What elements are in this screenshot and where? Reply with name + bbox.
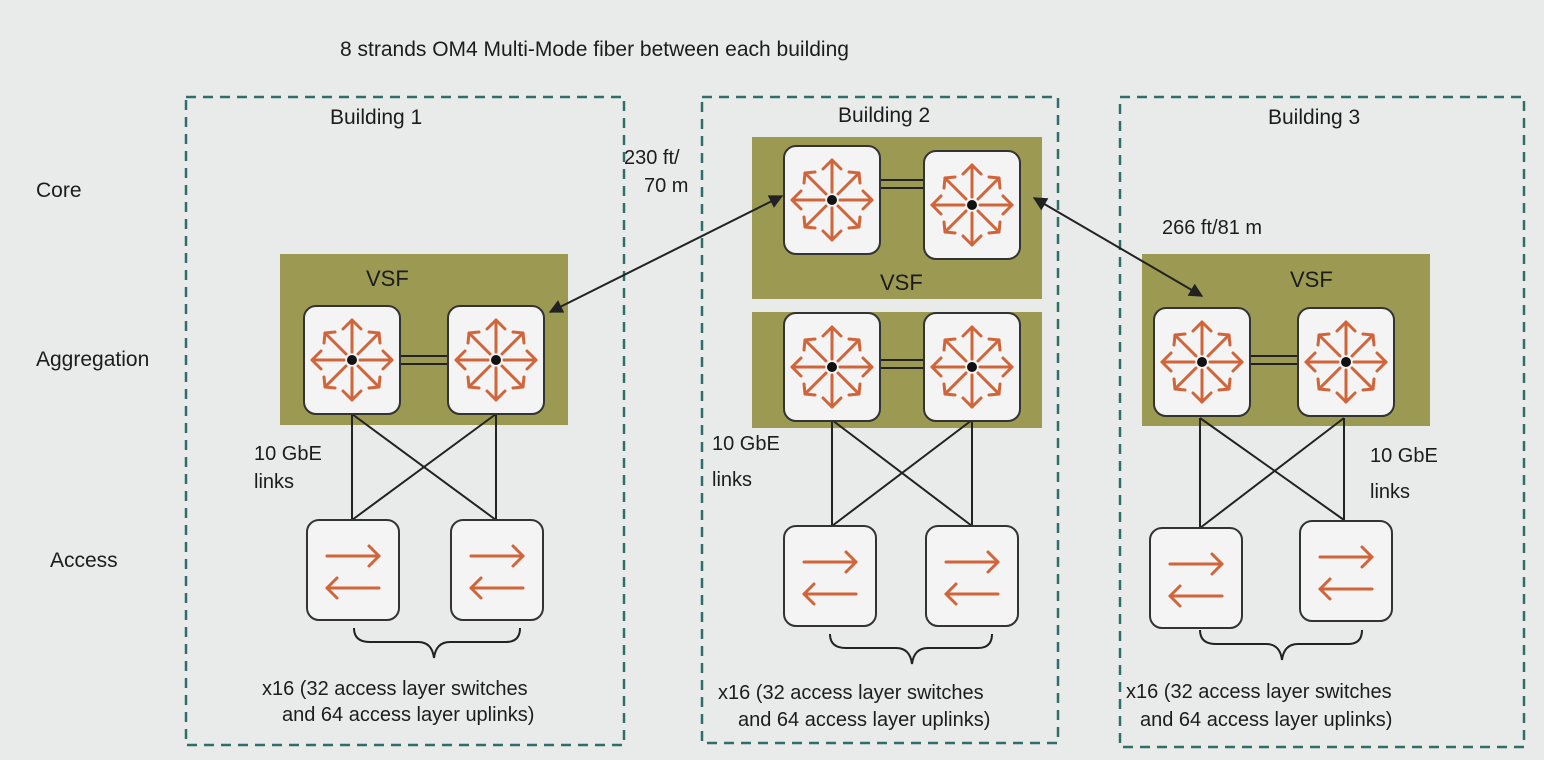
link-label: links [1370,481,1410,503]
aggregation-switch-icon [1152,306,1252,418]
distance-label-b1-b2: 230 ft/ [624,147,680,169]
uplink [1199,417,1345,521]
building-2-box [700,95,1060,745]
access-count-note: and 64 access layer uplinks) [1140,709,1392,731]
building-2: VSF 10 GbE links x16 (32 access layer sw… [712,137,1042,731]
access-group-brace [1199,629,1363,661]
building-3: VSF 10 GbE links x16 (32 access layer sw… [1126,254,1438,731]
uplink [351,413,497,521]
vsf-label: VSF [366,266,409,291]
fiber-link-b2-b3 [1032,197,1204,297]
building-2-label: Building 2 [838,104,930,127]
aggregation-switch-icon [302,304,402,416]
access-group-brace [829,633,993,665]
fiber-link-b1-b2 [548,195,784,313]
access-count-note: and 64 access layer uplinks) [738,709,990,731]
layer-label-access: Access [50,549,118,572]
aggregation-switch-icon [1296,306,1396,418]
link-label: links [254,471,294,493]
building-1-label: Building 1 [330,106,422,129]
access-switch-icon [1148,526,1244,630]
access-switch-icon [449,518,545,622]
core-switch-icon [922,149,1022,261]
building-1: VSF 10 GbE links x16 (32 access layer sw… [254,254,568,726]
access-count-note: x16 (32 access layer switches [262,678,528,700]
access-switch-icon [782,524,878,628]
uplink [831,419,973,527]
access-group-brace [353,627,521,659]
distance-label-b2-b3: 266 ft/81 m [1162,217,1262,239]
access-switch-icon [1298,519,1394,623]
aggregation-switch-icon [782,311,882,423]
access-count-note: and 64 access layer uplinks) [282,704,534,726]
distance-label-b1-b2: 70 m [644,175,688,197]
access-count-note: x16 (32 access layer switches [1126,681,1392,703]
uplink [1199,417,1345,529]
vsf-label: VSF [880,270,923,295]
aggregation-switch-icon [446,304,546,416]
access-switch-icon [924,524,1020,628]
aggregation-switch-icon [922,311,1022,423]
access-switch-icon [305,518,401,622]
diagram-title: 8 strands OM4 Multi-Mode fiber between e… [340,38,849,61]
vsf-label: VSF [1290,267,1333,292]
link-label: 10 GbE [254,443,322,465]
building-3-label: Building 3 [1268,106,1360,129]
link-label: links [712,469,752,491]
link-label: 10 GbE [1370,445,1438,467]
access-count-note: x16 (32 access layer switches [718,682,984,704]
link-label: 10 GbE [712,433,780,455]
layer-label-core: Core [36,179,82,202]
layer-label-aggregation: Aggregation [36,348,149,371]
core-switch-icon [782,144,882,256]
